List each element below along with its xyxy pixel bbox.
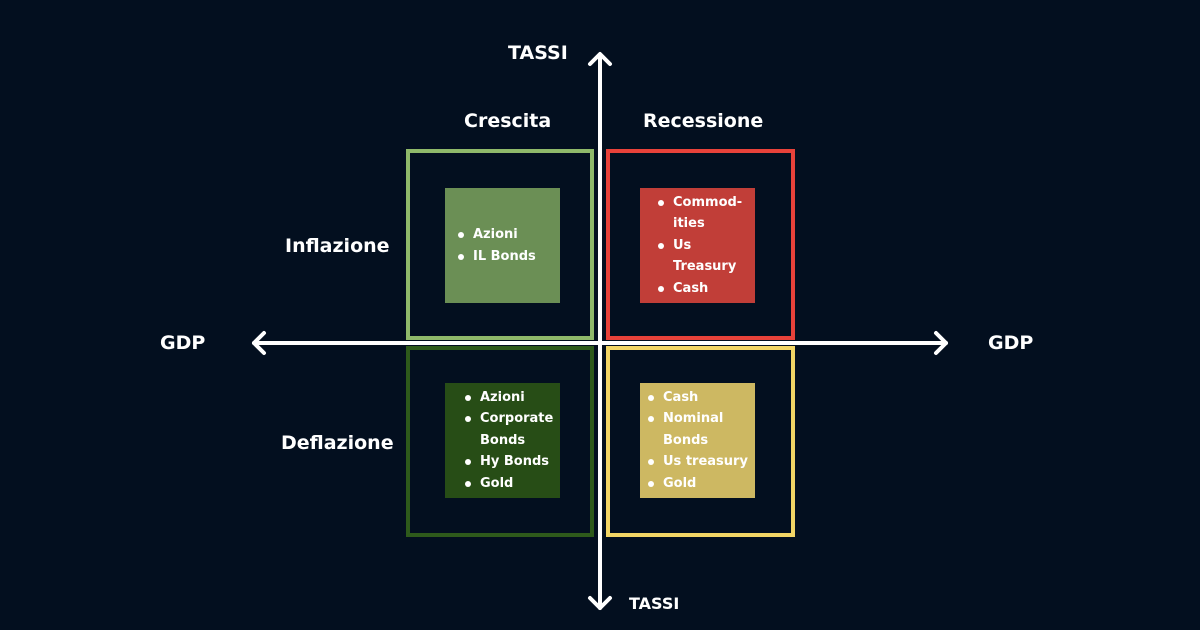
quadrant-card-bottom-left: Azioni Corporate Bonds Hy Bonds Gold — [445, 383, 560, 498]
list-item: Us treasury — [648, 451, 748, 473]
list-item: IL Bonds — [458, 246, 536, 268]
quadrant-card-top-right: Commod-ities Us Treasury Cash — [640, 188, 755, 303]
arrow-down-icon — [588, 596, 612, 610]
quadrant-frame-bottom-right — [606, 346, 795, 537]
list-item: Cash — [658, 278, 755, 300]
quadrant-card-bottom-right: Cash Nominal Bonds Us treasury Gold — [640, 383, 755, 498]
arrow-left-icon — [252, 331, 266, 355]
quadrant-frame-bottom-left — [406, 346, 594, 537]
list-item: Us Treasury — [658, 235, 755, 278]
list-item: Corporate Bonds — [465, 408, 560, 451]
list-item: Azioni — [465, 387, 560, 409]
asset-list: Commod-ities Us Treasury Cash — [640, 192, 755, 300]
asset-list: Azioni IL Bonds — [445, 224, 536, 267]
quadrant-frame-top-left — [406, 149, 594, 340]
left-axis-label: GDP — [160, 332, 206, 354]
list-item: Gold — [648, 473, 748, 495]
arrow-up-icon — [588, 52, 612, 66]
list-item: Nominal Bonds — [648, 408, 748, 451]
list-item: Hy Bonds — [465, 451, 560, 473]
row-header-inflation: Inflazione — [285, 235, 390, 257]
quadrant-card-top-left: Azioni IL Bonds — [445, 188, 560, 303]
list-item: Azioni — [458, 224, 536, 246]
row-header-deflation: Deflazione — [281, 432, 394, 454]
top-axis-label: TASSI — [508, 42, 568, 64]
asset-list: Azioni Corporate Bonds Hy Bonds Gold — [445, 387, 560, 495]
column-header-growth: Crescita — [464, 110, 552, 132]
right-axis-label: GDP — [988, 332, 1034, 354]
column-header-recession: Recessione — [643, 110, 764, 132]
asset-list: Cash Nominal Bonds Us treasury Gold — [640, 387, 748, 495]
list-item: Cash — [648, 387, 748, 409]
list-item: Gold — [465, 473, 560, 495]
quadrant-frame-top-right — [606, 149, 795, 340]
list-item: Commod-ities — [658, 192, 755, 235]
arrow-right-icon — [934, 331, 948, 355]
bottom-axis-label: TASSI — [629, 594, 680, 613]
